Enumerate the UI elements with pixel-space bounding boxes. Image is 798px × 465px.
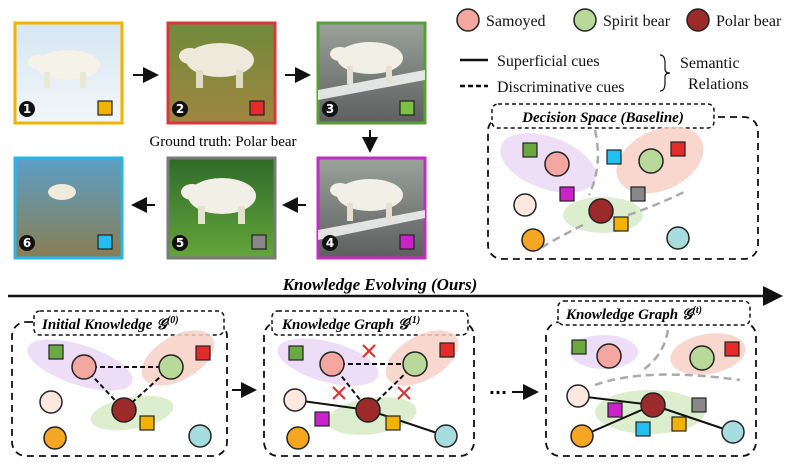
legend-samoyed: Samoyed bbox=[486, 13, 546, 30]
photo-flow-arrows bbox=[131, 67, 378, 213]
decision-space-title: Decision Space (Baseline) bbox=[521, 110, 684, 126]
legend-relations: Relations bbox=[688, 76, 748, 93]
initial-knowledge-panel: Initial Knowledge 𝒢(0) bbox=[11, 310, 228, 457]
step-number-5: 5 bbox=[176, 236, 184, 250]
step-badge-1 bbox=[19, 101, 35, 117]
legend-spirit-bear: Spirit bear bbox=[603, 13, 671, 30]
brace bbox=[659, 54, 671, 92]
step-number-6: 6 bbox=[23, 236, 31, 250]
legend-polar-bear: Polar bear bbox=[716, 13, 782, 30]
ellipsis: ··· bbox=[489, 383, 507, 402]
kgt-title: Knowledge Graph 𝒢(t) bbox=[565, 305, 702, 323]
step-number-1: 1 bbox=[23, 102, 31, 116]
knowledge-graph-t-panel: Knowledge Graph 𝒢(t) bbox=[545, 300, 757, 457]
knowledge-graph-1-panel: Knowledge Graph 𝒢(1) bbox=[263, 310, 475, 457]
ground-truth-label: Ground truth: Polar bear bbox=[149, 134, 296, 150]
spirit-bear-swatch bbox=[573, 8, 597, 32]
photo-cubes bbox=[97, 100, 415, 250]
step-number-2: 2 bbox=[176, 102, 184, 116]
step-number-4: 4 bbox=[326, 236, 334, 250]
polar-bear-swatch bbox=[686, 8, 710, 32]
legend: Samoyed Spirit bear Polar bear Superfici… bbox=[456, 8, 782, 96]
decision-space-panel: Decision Space (Baseline) bbox=[487, 103, 759, 260]
photo-5: 5 bbox=[166, 156, 277, 260]
legend-semantic: Semantic bbox=[680, 55, 740, 72]
photo-1: 1 bbox=[13, 21, 124, 125]
initial-title: Initial Knowledge 𝒢(0) bbox=[41, 315, 179, 333]
legend-discriminative: Discriminative cues bbox=[497, 79, 625, 96]
samoyed-swatch bbox=[456, 8, 480, 32]
kg1-title: Knowledge Graph 𝒢(1) bbox=[281, 315, 420, 333]
step-number-3: 3 bbox=[326, 102, 334, 116]
knowledge-evolving-title: Knowledge Evolving (Ours) bbox=[282, 275, 478, 294]
legend-superficial: Superficial cues bbox=[497, 53, 600, 70]
